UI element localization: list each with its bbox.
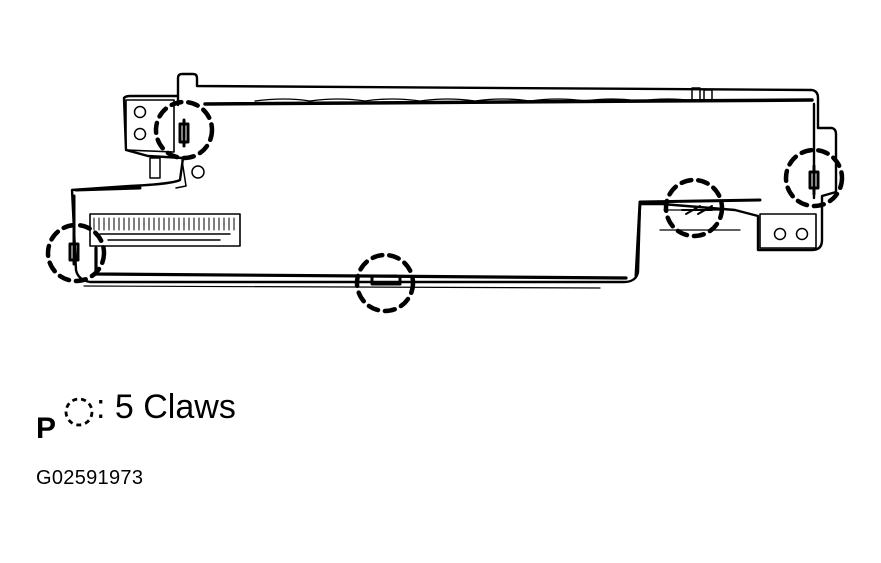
bottom-rail-line bbox=[94, 246, 628, 280]
legend-text: : 5 Claws bbox=[96, 388, 236, 426]
dashed-circle-icon bbox=[64, 397, 94, 427]
claw-callout-top-right bbox=[783, 147, 845, 209]
left-hinge-neck bbox=[175, 159, 187, 189]
left-hinge-plate bbox=[125, 99, 175, 153]
claw-callout-top-left bbox=[153, 99, 215, 161]
claw-callout-right bbox=[663, 177, 725, 239]
figure-id: G02591973 bbox=[36, 467, 144, 489]
connector-pins bbox=[93, 217, 235, 231]
right-hinge-hole-left bbox=[773, 227, 787, 241]
claw-callout-left bbox=[45, 222, 107, 284]
right-hinge-hole-right bbox=[795, 227, 809, 241]
left-hinge-hole-upper bbox=[133, 105, 147, 119]
legend-letter: P bbox=[36, 412, 57, 445]
connector-strip bbox=[89, 213, 241, 247]
bracket-outline bbox=[70, 72, 838, 284]
claws-legend: P : 5 Claws bbox=[36, 388, 436, 448]
claw-mark-top-left bbox=[178, 118, 190, 148]
claw-mark-right bbox=[681, 205, 713, 215]
claw-callout-bottom bbox=[354, 252, 416, 314]
connector-base bbox=[99, 233, 231, 241]
claw-mark-top-right bbox=[808, 164, 820, 196]
bracket-top-tab bbox=[691, 87, 713, 101]
bottom-rail-lower-edge bbox=[83, 285, 601, 289]
left-hinge-pin bbox=[191, 165, 205, 179]
left-hinge-slot bbox=[149, 157, 161, 179]
claw-mark-bottom bbox=[370, 274, 402, 286]
bracket-top-notches bbox=[254, 98, 696, 102]
left-hinge-hole-lower bbox=[133, 127, 147, 141]
right-hinge-plate bbox=[759, 213, 817, 249]
claw-mark-left bbox=[68, 238, 80, 266]
bracket-top-inner-edge bbox=[203, 98, 814, 106]
